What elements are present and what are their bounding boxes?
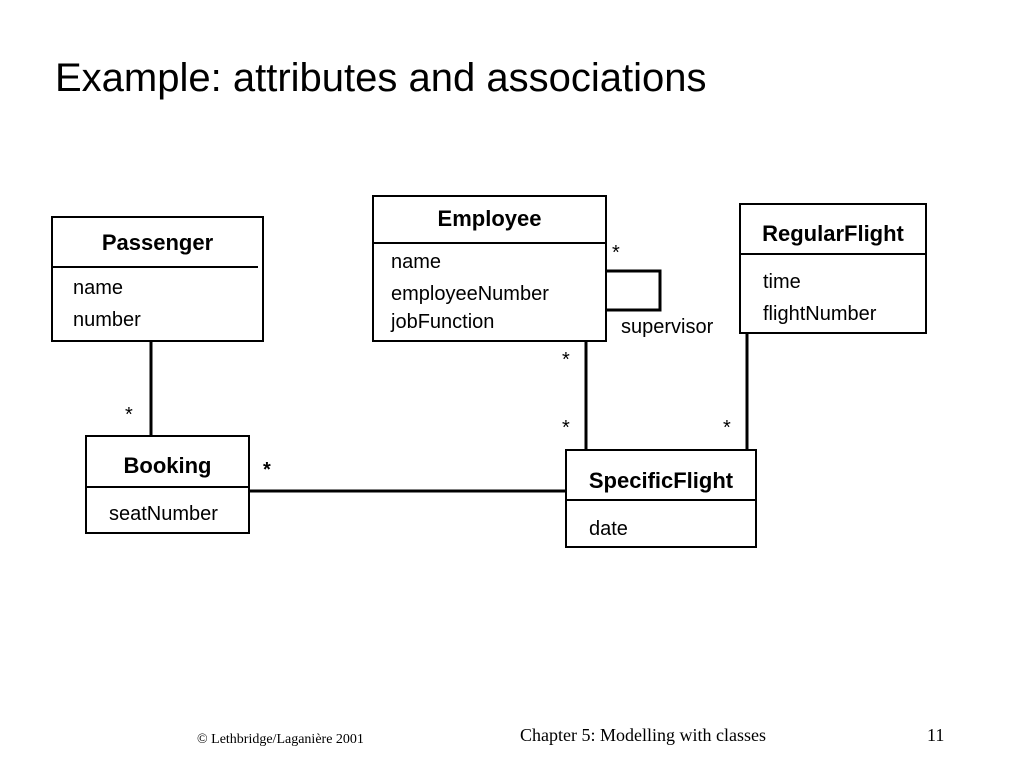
regular-flight-class: RegularFlight time flightNumber: [739, 203, 927, 334]
employee-class: Employee name employeeNumber jobFunction: [372, 195, 607, 342]
class-name: Passenger: [101, 230, 214, 255]
attribute-time: time: [763, 271, 801, 293]
class-divider: [53, 266, 258, 268]
class-divider: [741, 253, 925, 255]
multiplicity-regular-flight-end: *: [723, 417, 731, 439]
booking-class: Booking seatNumber: [85, 435, 250, 534]
class-name: SpecificFlight: [588, 468, 734, 493]
footer-page-number: 11: [927, 725, 945, 745]
attribute-seat-number: seatNumber: [109, 503, 218, 525]
attribute-name: name: [73, 277, 124, 299]
specific-flight-class: SpecificFlight date: [565, 449, 757, 548]
class-name: Booking: [123, 453, 212, 478]
attribute-flight-number: flightNumber: [763, 303, 877, 325]
supervisor-reflexive-line: [606, 269, 662, 312]
multiplicity-supervisor: *: [612, 242, 620, 264]
footer-chapter: Chapter 5: Modelling with classes: [520, 725, 766, 745]
role-supervisor: supervisor: [621, 316, 714, 338]
attribute-number: number: [73, 309, 141, 331]
multiplicity-employee-end: *: [562, 349, 570, 371]
attribute-date: date: [589, 518, 628, 540]
multiplicity-passenger-booking: *: [125, 404, 133, 426]
class-name: Employee: [437, 206, 542, 231]
class-divider: [567, 499, 755, 501]
slide-title: Example: attributes and associations: [55, 56, 707, 100]
class-divider: [87, 486, 248, 488]
attribute-employee-number: employeeNumber: [391, 283, 549, 305]
footer-copyright: © Lethbridge/Laganière 2001: [197, 732, 364, 747]
attribute-job-function: jobFunction: [391, 311, 495, 333]
class-divider: [374, 242, 605, 244]
multiplicity-flight-employee-end: *: [562, 417, 570, 439]
attribute-name: name: [391, 251, 442, 273]
multiplicity-booking-flight: *: [263, 459, 271, 481]
class-name: RegularFlight: [762, 221, 904, 246]
passenger-class: Passenger name number: [51, 216, 264, 342]
